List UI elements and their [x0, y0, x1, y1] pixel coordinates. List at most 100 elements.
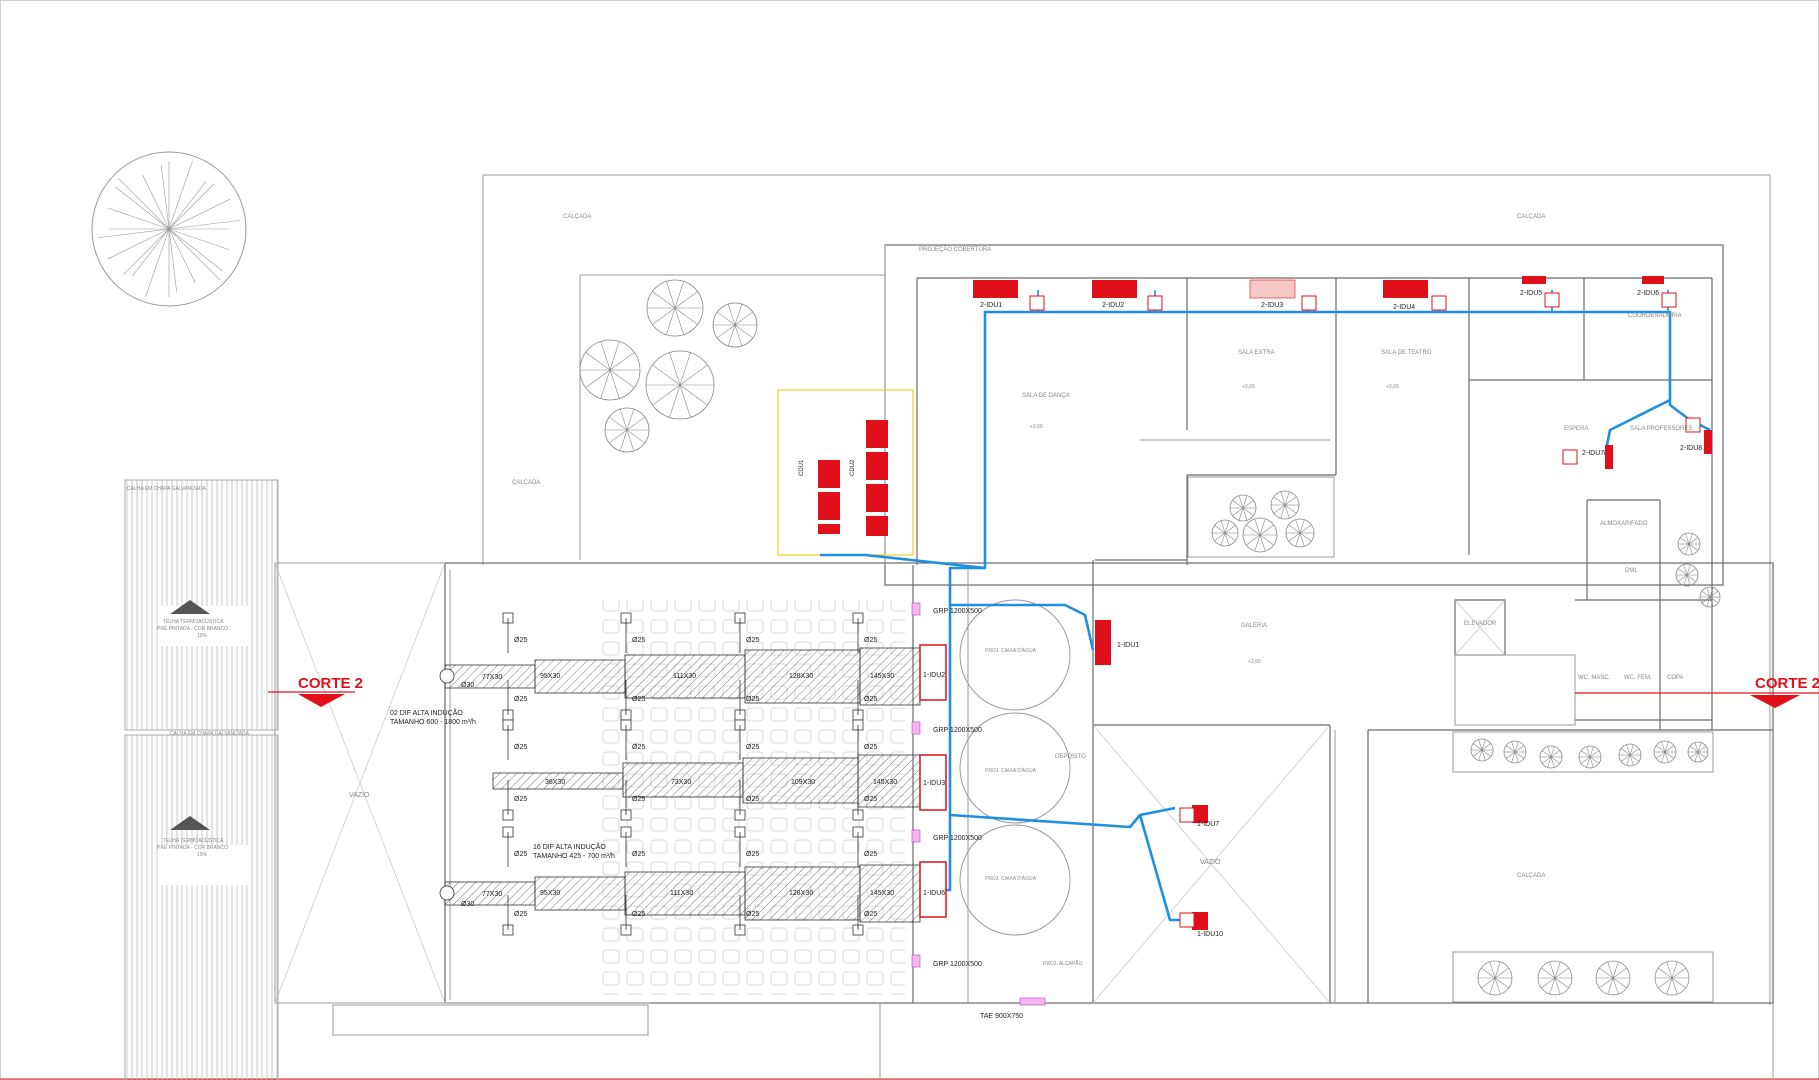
duct-111-b: 111X30 [670, 890, 693, 897]
compass-ray [168, 219, 241, 230]
diffuser-size-label: Ø25 [632, 911, 645, 918]
idu-1-2-label: 1-IDU2 [923, 672, 945, 679]
compass-ray [123, 228, 170, 275]
diffuser-size-label: Ø25 [514, 637, 527, 644]
diffuser-size-label: Ø25 [746, 911, 759, 918]
idu-2-3-label: 2-IDU3 [1261, 302, 1283, 309]
label-projecao-cobertura: PROJEÇÃO COBERTURA [919, 246, 991, 253]
note-dif-2-line2: TAMANHO 425 - 700 m³/h [533, 853, 615, 860]
diffuser-size-label: Ø25 [632, 637, 645, 644]
duct-111-a: 111X30 [673, 673, 696, 680]
label-calcada-left: CALÇADA [512, 480, 540, 486]
duct-phi30-a: Ø30 [461, 682, 474, 689]
note-dif-1-line1: 02 DIF ALTA INDUÇÃO [390, 708, 463, 717]
compass-ray [142, 174, 170, 230]
diffuser-size-label: Ø25 [864, 696, 877, 703]
diffuser-size-label: Ø25 [514, 744, 527, 751]
idu-1-6-label: 1-IDU6 [923, 890, 945, 897]
tree-symbol [1211, 519, 1239, 547]
room-coordenadoria: COORDENADORIA [1628, 313, 1682, 319]
section-markers [268, 691, 1819, 708]
tree-symbol [604, 407, 650, 453]
compass-ray [168, 198, 231, 230]
compass-ray [97, 228, 170, 239]
duct-95-b: 95X30 [540, 890, 560, 897]
refrigerant-lines [820, 290, 1711, 922]
compass-ray [168, 228, 178, 293]
room-dml: DML [1625, 568, 1638, 574]
tree-symbol [1242, 517, 1278, 553]
note-dif-2-line1: 16 DIF ALTA INDUÇÃO [533, 842, 606, 851]
compass-ray [168, 228, 196, 284]
duct-128-a: 128X30 [789, 673, 813, 680]
duct-109: 109X30 [791, 779, 815, 786]
north-compass-symbol [91, 151, 247, 307]
roof-telha-title-1: TELHA TERMOACÚSTICA [163, 618, 224, 625]
diffuser-size-label: Ø25 [746, 851, 759, 858]
diffuser-size-label: Ø25 [864, 796, 877, 803]
duct-36: 36X30 [545, 779, 565, 786]
label-vazio-center: VAZIO [1200, 859, 1221, 866]
label-calcada-top-left: CALÇADA [563, 214, 591, 220]
diffuser-size-label: Ø25 [514, 911, 527, 918]
outdoor-units-area [777, 389, 914, 556]
room-galeria: GALERIA [1241, 623, 1267, 629]
diffuser-size-label: Ø25 [864, 744, 877, 751]
diffuser-size-label: Ø25 [514, 851, 527, 858]
tree-symbol [1687, 741, 1709, 763]
tree-symbol [1595, 960, 1631, 996]
tree-symbol [1677, 532, 1701, 556]
diffuser-size-label: Ø25 [514, 796, 527, 803]
tree-symbol [646, 279, 704, 337]
grille-grp-4: GRP 1200X500 [933, 961, 982, 968]
room-caixa-1: PROJ. CAIXA D'ÁGUA [985, 647, 1037, 654]
room-almoxarifado: ALMOXARIFADO [1600, 521, 1648, 527]
diffuser-size-label: Ø25 [746, 796, 759, 803]
cdu-2-label: CDU2 [850, 459, 856, 476]
diffuser-size-label: Ø25 [746, 637, 759, 644]
upper-indoor-units [973, 276, 1712, 930]
compass-ray [168, 181, 207, 230]
compass-ray [168, 228, 221, 281]
idu-2-5-label: 2-IDU5 [1520, 290, 1542, 297]
tree-symbol [1675, 563, 1699, 587]
tree-symbol [1270, 490, 1300, 520]
idu-1-7-label: 1-IDU7 [1197, 821, 1219, 828]
tree-symbol [1654, 960, 1690, 996]
tree-symbol [1229, 494, 1257, 522]
trees [579, 279, 1721, 996]
label-calha-top: CALHA EM CHAPA GALVANIZADA [127, 486, 207, 492]
room-wc-fem: WC. FEM. [1624, 675, 1652, 681]
duct-labels: 77X30 95X30 111X30 128X30 145X30 36X30 7… [461, 673, 897, 908]
idu-2-6-label: 2-IDU6 [1637, 290, 1659, 297]
tree-symbol [1503, 740, 1527, 764]
diffuser-size-label: Ø25 [864, 911, 877, 918]
roof-telha-title-2: TELHA TERMOACÚSTICA [163, 837, 224, 844]
diffuser-size-label: Ø25 [632, 851, 645, 858]
roof-telha-line2-2: PRÉ PINTADA - COR BRANCO [157, 844, 228, 851]
roof-telha-slope-2: 10% [197, 852, 208, 858]
duct-95-a: 95X30 [540, 673, 560, 680]
tree-symbol [1539, 745, 1563, 769]
duct-77-a: 77X30 [482, 674, 502, 681]
label-elevador: ELEVADOR [1464, 621, 1497, 627]
diffuser-size-label: Ø25 [746, 744, 759, 751]
room-wc-masc: WC. MASC. [1578, 675, 1611, 681]
grille-grp-3: GRP 1200X500 [933, 835, 982, 842]
tree-symbol [1618, 743, 1642, 767]
duct-phi30-b: Ø30 [461, 901, 474, 908]
room-sala-danca: SALA DE DANÇA [1022, 393, 1070, 399]
diffuser-size-label: Ø25 [864, 637, 877, 644]
tree-symbol [1477, 960, 1513, 996]
idu-2-4-label: 2-IDU4 [1393, 304, 1415, 311]
compass-ray [160, 165, 170, 230]
grille-grp-1: GRP 1200X500 [933, 608, 982, 615]
section-label-left: CORTE 2 [298, 675, 363, 692]
idu-2-2-label: 2-IDU2 [1102, 302, 1124, 309]
duct-77-b: 77X30 [482, 891, 502, 898]
supply-ducts [439, 602, 1046, 1006]
tree-symbol [579, 339, 641, 401]
grille-grp-2: GRP 1200X500 [933, 727, 982, 734]
room-caixa-2: PROJ. CAIXA D'ÁGUA [985, 767, 1037, 774]
